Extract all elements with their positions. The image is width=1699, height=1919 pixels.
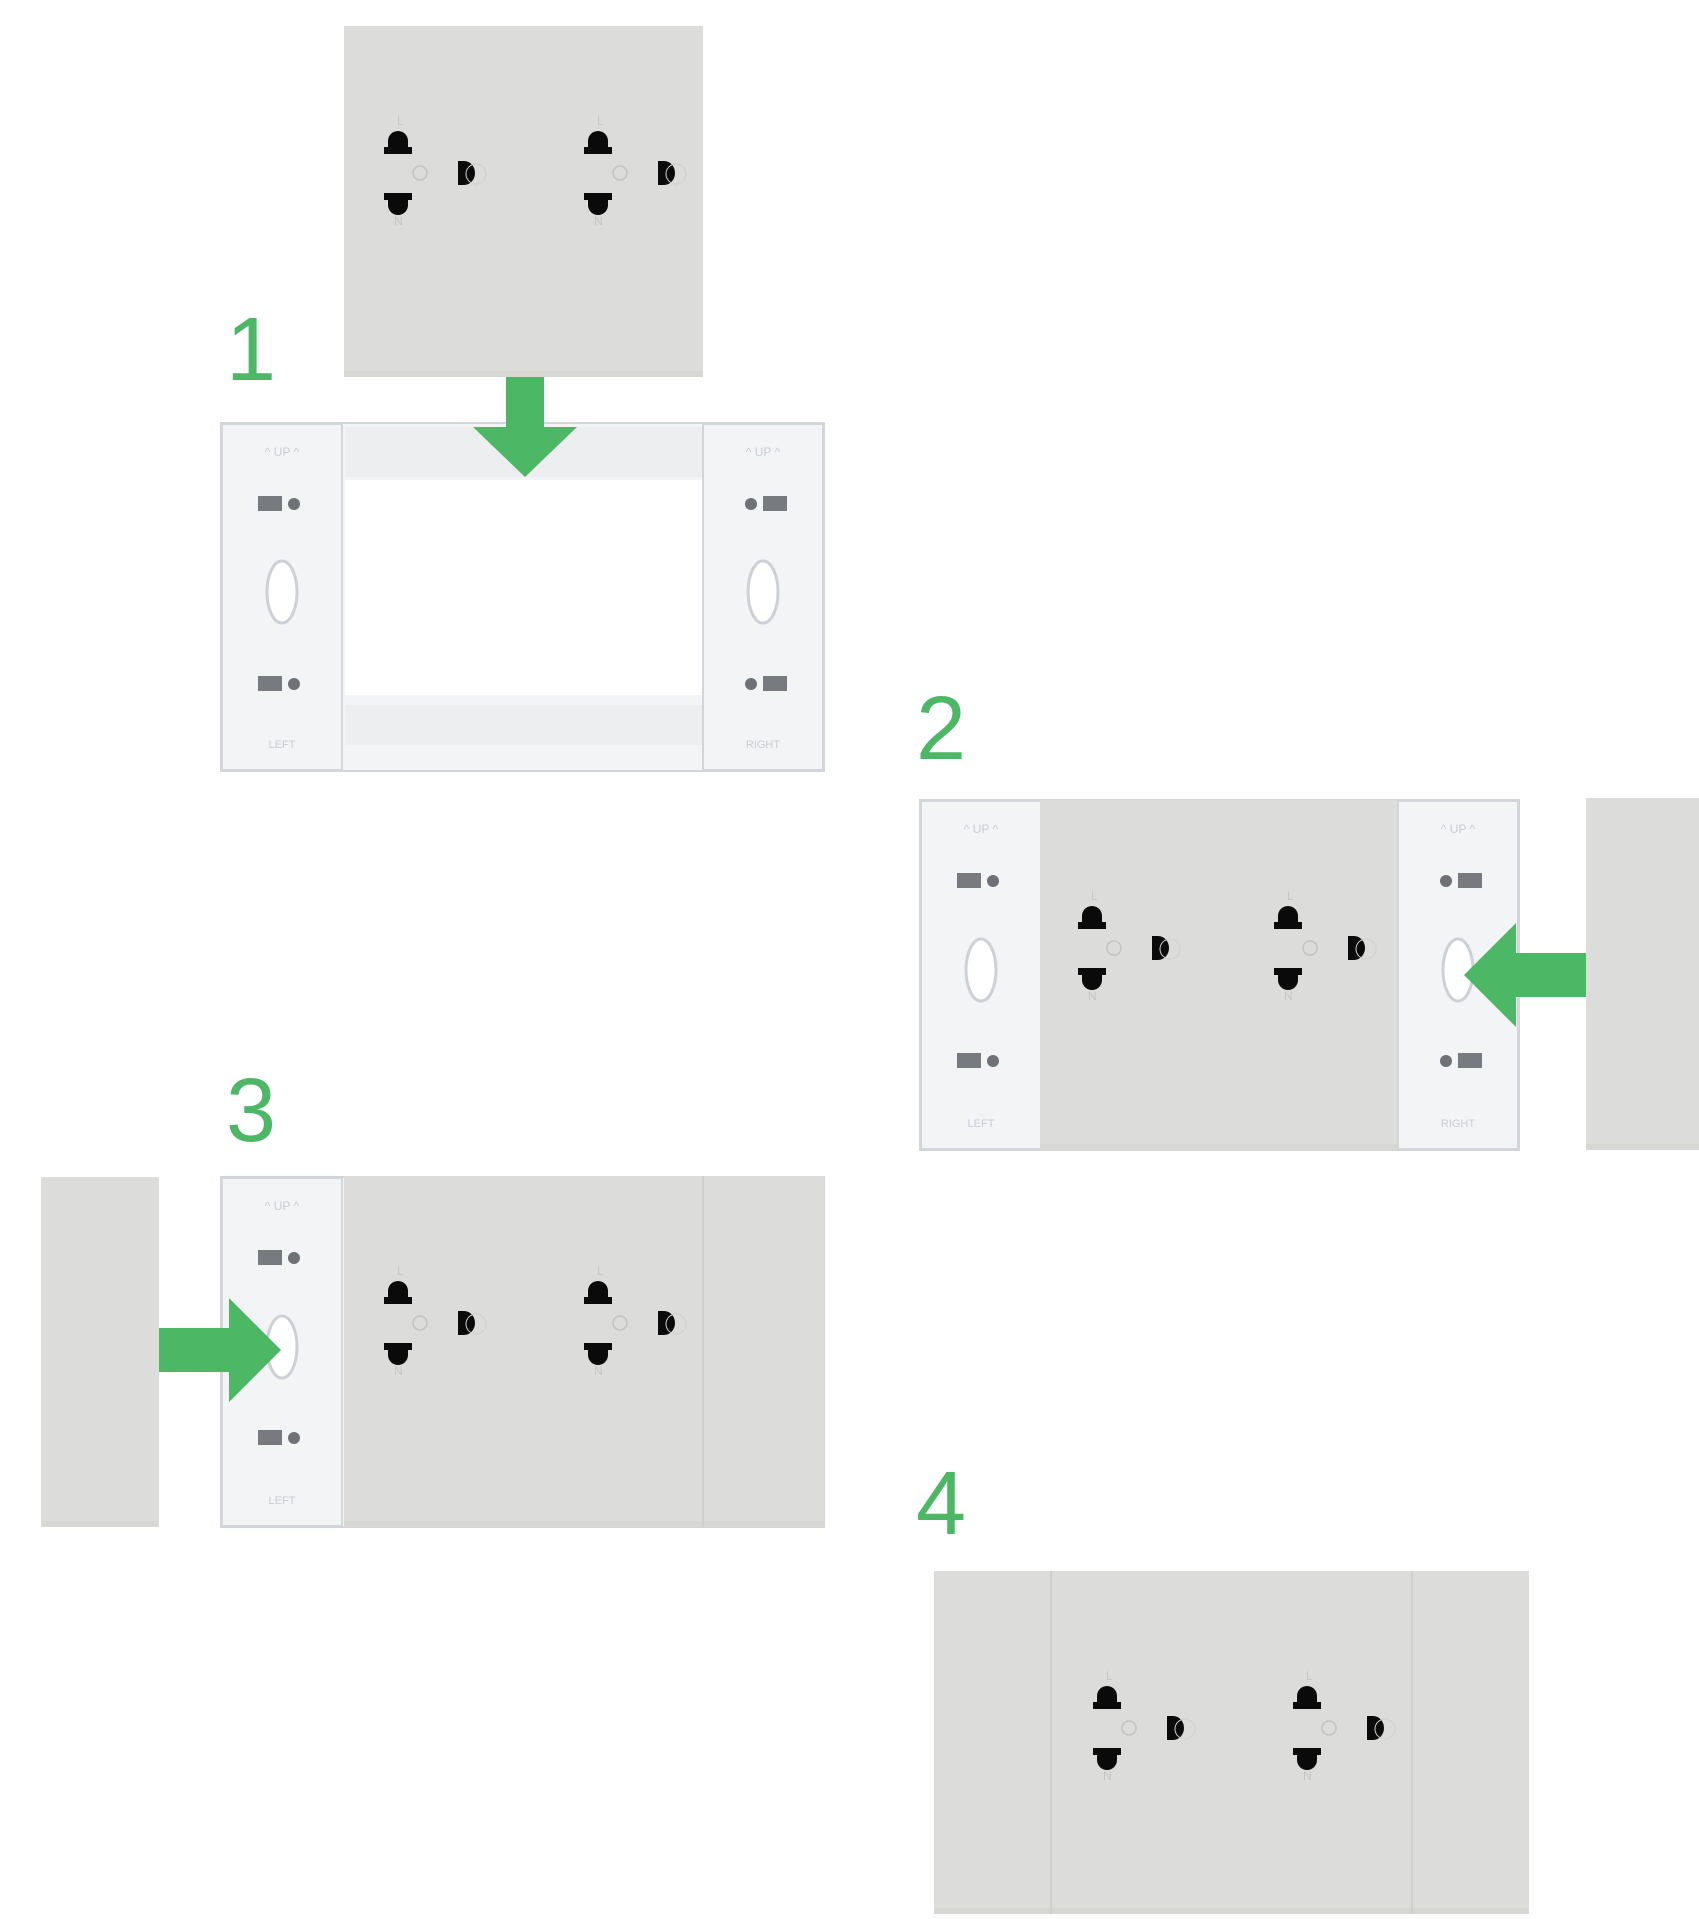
- screw-dot: [987, 875, 999, 887]
- frame-end-left: ^ UP ^ LEFT: [221, 423, 343, 771]
- frame-rail-bottom: [345, 705, 702, 745]
- screw-dot: [288, 678, 300, 690]
- step-number-2: 2: [916, 679, 967, 779]
- frame-up-label: ^ UP ^: [265, 445, 300, 459]
- mounting-slot: [1441, 937, 1475, 1003]
- step-number-3: 3: [226, 1061, 277, 1161]
- frame-end-left: ^ UP ^ LEFT: [920, 800, 1042, 1150]
- arrow-right-icon: [159, 1298, 281, 1402]
- step-number-1: 1: [226, 300, 277, 400]
- screw-dot: [1440, 1055, 1452, 1067]
- screw-slot: [1458, 1053, 1482, 1068]
- frame-left-label: LEFT: [269, 739, 296, 751]
- screw-dot: [987, 1055, 999, 1067]
- screw-slot: [258, 676, 282, 691]
- mounting-slot: [746, 559, 780, 625]
- screw-dot: [1440, 875, 1452, 887]
- screw-dot: [288, 498, 300, 510]
- mounting-frame: ^ UP ^ LEFT ^ UP ^ RIGHT: [220, 422, 825, 772]
- screw-slot: [258, 1250, 282, 1265]
- screw-slot: [1458, 873, 1482, 888]
- frame-left-label: LEFT: [968, 1118, 995, 1130]
- frame-up-label: ^ UP ^: [265, 1199, 300, 1213]
- frame-end-right: ^ UP ^ RIGHT: [702, 423, 824, 771]
- screw-slot: [763, 496, 787, 511]
- frame-up-label: ^ UP ^: [1441, 822, 1476, 836]
- frame-right-label: RIGHT: [1441, 1118, 1476, 1130]
- end-cover-left: [41, 1177, 159, 1527]
- screw-slot: [258, 1430, 282, 1445]
- assembled-socket: [934, 1571, 1529, 1914]
- step-number-4: 4: [916, 1454, 967, 1554]
- socket-plate: [344, 1176, 824, 1527]
- frame-up-label: ^ UP ^: [964, 822, 999, 836]
- screw-slot: [763, 676, 787, 691]
- screw-slot: [957, 1053, 981, 1068]
- arrow-left-icon: [1464, 923, 1586, 1027]
- frame-opening: [345, 480, 702, 695]
- mounting-slot: [964, 937, 998, 1003]
- screw-dot: [288, 1252, 300, 1264]
- frame-left-label: LEFT: [269, 1495, 296, 1507]
- arrow-down-icon: [473, 377, 577, 477]
- screw-dot: [288, 1432, 300, 1444]
- frame-up-label: ^ UP ^: [746, 445, 781, 459]
- screw-slot: [957, 873, 981, 888]
- frame-right-label: RIGHT: [746, 739, 781, 751]
- screw-dot: [745, 678, 757, 690]
- screw-dot: [745, 498, 757, 510]
- screw-slot: [258, 496, 282, 511]
- mounting-slot: [265, 559, 299, 625]
- end-cover-right: [1586, 798, 1699, 1150]
